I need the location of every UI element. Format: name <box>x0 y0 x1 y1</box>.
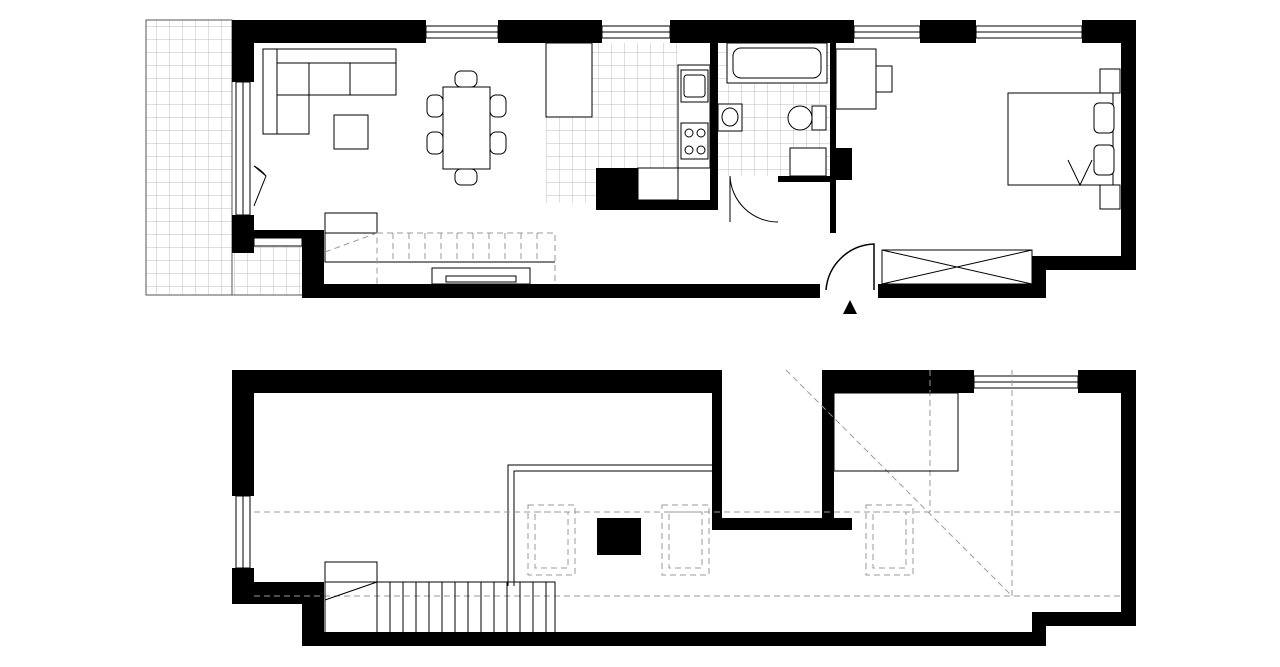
ground-floor-walls <box>232 20 1136 298</box>
upper-staircase-icon <box>324 561 556 632</box>
entrance-door <box>825 243 875 291</box>
kitchen-sink-icon <box>680 69 709 103</box>
bathtub-icon <box>726 42 828 84</box>
dining-table-icon <box>426 70 507 186</box>
bed-icon <box>1007 68 1121 210</box>
upper-floor-walls <box>232 370 1136 646</box>
upper-floor-plan <box>232 369 1136 646</box>
entrance-arrow-icon <box>843 300 857 314</box>
washbasin-icon <box>717 103 743 132</box>
staircase-icon <box>324 212 556 285</box>
upper-storage-box <box>833 392 959 472</box>
ground-floor-windows <box>235 25 1083 247</box>
stove-icon <box>680 122 709 160</box>
kitchen-island <box>545 42 593 118</box>
wardrobe-icon <box>881 249 1033 285</box>
upper-floor-windows <box>235 375 1079 569</box>
ground-floor-plan <box>145 19 1136 314</box>
roof-slope-lines <box>254 369 1121 597</box>
sofa-icon <box>262 48 397 135</box>
washing-machine <box>789 147 827 177</box>
chimney-icon <box>597 518 641 555</box>
toilet-icon <box>787 105 827 131</box>
desk-icon <box>835 48 893 110</box>
skylight-icon <box>527 504 914 576</box>
gallery-railing <box>507 464 712 586</box>
balcony-door <box>253 165 267 207</box>
bathroom-door <box>729 175 779 223</box>
coffee-table <box>333 114 369 150</box>
